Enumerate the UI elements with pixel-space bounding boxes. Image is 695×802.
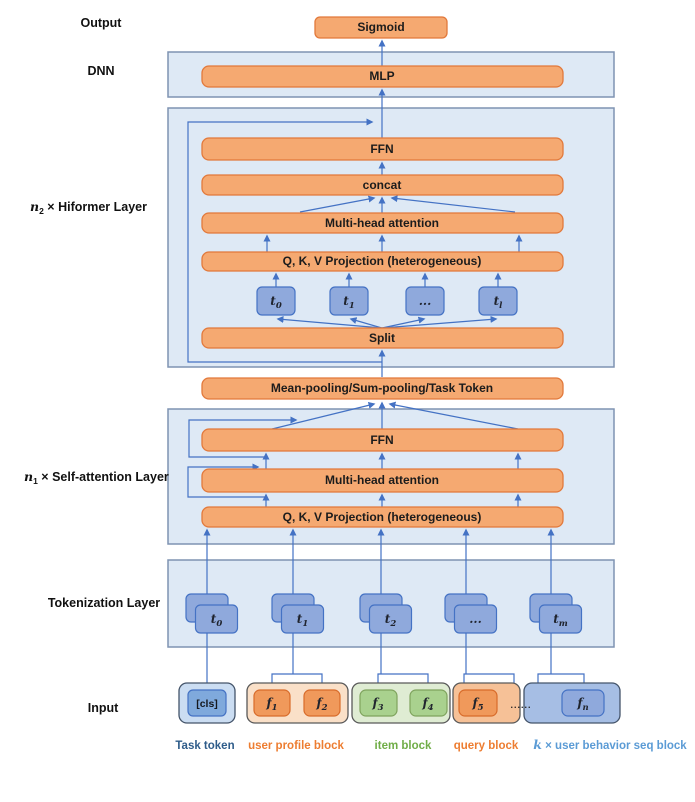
hiformer-token-t0-label: t0 <box>270 294 282 311</box>
mha-selfattn-box <box>201 468 564 493</box>
tokenization-layer-label: Tokenization Layer <box>48 596 160 610</box>
feature-f5 <box>458 689 498 717</box>
qkv-hiformer-label: Q, K, V Projection (heterogeneous) <box>283 254 482 268</box>
hiformer-layer-label: n2 × Hiformer Layer <box>30 199 147 216</box>
mha-hiformer-label: Multi-head attention <box>325 216 439 230</box>
selfattn-skip-mha <box>187 463 266 498</box>
legend-task-token: Task token <box>175 740 234 752</box>
ellipsis-dots: ...... <box>510 700 531 710</box>
tokenization-token-tm <box>538 604 583 634</box>
selfattn-skip-ffn <box>188 416 298 458</box>
feature-f4 <box>409 689 448 717</box>
dnn-label: DNN <box>87 64 114 78</box>
ffn-hiformer-box <box>201 137 564 161</box>
concat-box <box>201 174 564 196</box>
tokenization-token-t2-label: t2 <box>385 612 397 629</box>
pooling-label: Mean-pooling/Sum-pooling/Task Token <box>271 381 493 395</box>
hiformer-token-tl-label: tl <box>494 294 504 311</box>
mlp-box <box>201 65 564 88</box>
hiformer-token-t1-label: t1 <box>343 294 354 311</box>
hiformer-token-t0 <box>256 286 296 316</box>
split-label: Split <box>369 331 395 345</box>
bracket-user-profile <box>271 673 323 683</box>
legend-user-profile-block: user profile block <box>248 740 344 752</box>
feature-fn-label: fn <box>576 696 588 713</box>
feature-f3-label: f3 <box>371 696 383 713</box>
ffn-selfattn-box <box>201 428 564 452</box>
legend-item-block: item block <box>375 740 432 752</box>
arrow-split-token-2 <box>349 317 383 329</box>
arrow-ffns-pool-right <box>388 401 519 430</box>
bracket-query <box>463 673 515 683</box>
mha-hiformer-box <box>201 212 564 234</box>
arrow-split-token-4 <box>381 315 498 329</box>
mha-selfattn-label: Multi-head attention <box>325 473 439 487</box>
cls-label: [cls] <box>196 698 218 710</box>
cls-block-inner <box>187 689 227 717</box>
arrow-split-token-1 <box>276 315 383 329</box>
feature-f2 <box>303 689 341 717</box>
tokenization-token-t1-label: t1 <box>297 612 308 629</box>
feature-fn <box>561 689 605 717</box>
qkv-hiformer-box <box>201 251 564 272</box>
legend-query-block: query block <box>454 740 519 752</box>
tokenization-token-row: t0 t1 t2 ... tm <box>185 593 583 634</box>
ffn-hiformer-label: FFN <box>370 142 393 156</box>
tokenization-token-t2 <box>368 604 413 634</box>
input-label: Input <box>88 701 119 715</box>
mlp-label: MLP <box>369 69 394 83</box>
output-label: Output <box>81 16 123 30</box>
selfattn-layer-label: n1 × Self-attention Layer <box>24 469 169 486</box>
arrow-mha-concat-left <box>299 195 376 213</box>
input-row: [cls] f1 f2 f3 f4 f5 fn ...... <box>178 682 621 724</box>
hiformer-skip-connection <box>187 118 382 363</box>
tokenization-token-t0 <box>194 604 239 634</box>
concat-label: concat <box>363 178 402 192</box>
qkv-selfattn-box <box>201 506 564 528</box>
feature-f2-label: f2 <box>315 696 327 713</box>
hiformer-token-row: t0 t1 ... tl <box>256 286 518 316</box>
feature-f3 <box>359 689 398 717</box>
bracket-behavior <box>537 673 585 683</box>
arrow-mha-concat-right <box>390 195 516 213</box>
tokenization-token-t1 <box>280 604 325 634</box>
flow-arrows <box>187 39 585 683</box>
pooling-box <box>201 377 564 400</box>
feature-f4-label: f4 <box>421 696 433 713</box>
split-box <box>201 327 564 349</box>
tokenization-token-t0-label: t0 <box>211 612 223 629</box>
hiformer-token-ellipsis-label: ... <box>419 294 432 308</box>
bracket-item <box>377 673 429 683</box>
feature-f5-label: f5 <box>471 696 483 713</box>
tokenization-token-ellipsis <box>453 604 498 634</box>
feature-f1 <box>253 689 291 717</box>
legend: Task token user profile block item block… <box>175 737 687 752</box>
sigmoid-box <box>314 16 448 39</box>
feature-f1-label: f1 <box>265 696 277 713</box>
tokenization-token-tm-label: tm <box>553 612 568 629</box>
sigmoid-label: Sigmoid <box>357 20 404 34</box>
legend-behavior-seq-block: k × user behavior seq block <box>533 737 687 752</box>
hiformer-token-t1 <box>329 286 369 316</box>
qkv-selfattn-label: Q, K, V Projection (heterogeneous) <box>283 510 482 524</box>
arrow-split-token-3 <box>381 316 426 329</box>
arrow-ffns-pool-left <box>271 401 376 430</box>
ffn-selfattn-label: FFN <box>370 433 393 447</box>
tokenization-token-ellipsis-label: ... <box>469 612 482 626</box>
hiformer-token-ellipsis <box>405 286 445 316</box>
hiformer-token-tl <box>478 286 518 316</box>
